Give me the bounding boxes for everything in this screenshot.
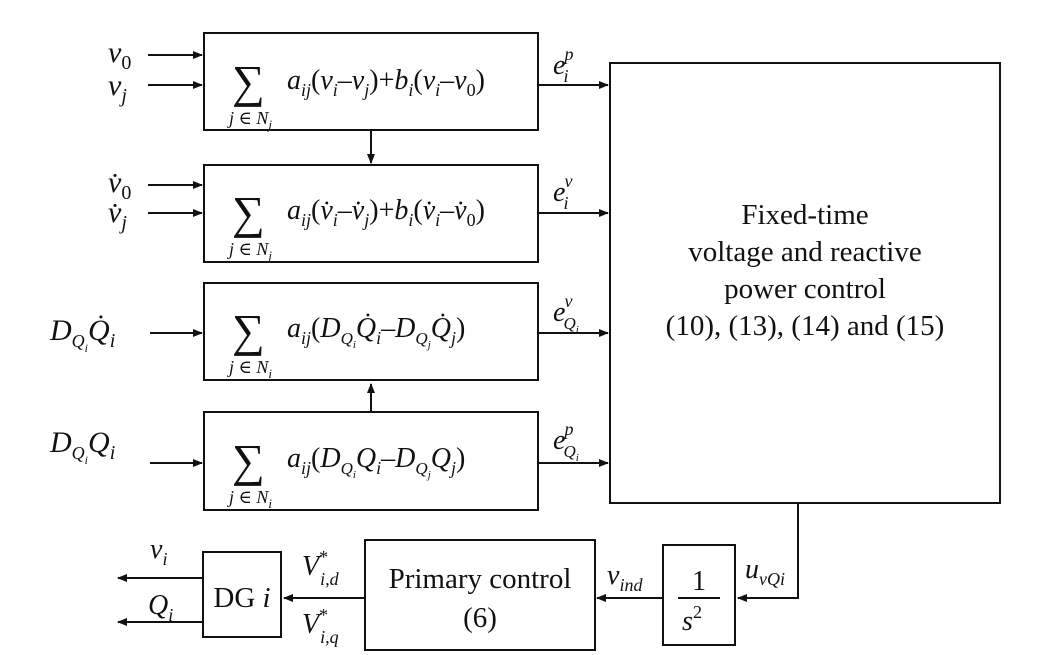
signal-u-vqi: uvQi xyxy=(745,554,785,589)
fixed-time-controller-block xyxy=(609,62,1001,504)
signal-v-d: V*i,d xyxy=(302,547,340,589)
dg-block xyxy=(202,551,282,638)
sum-block-1-formula: ∑ j ∈ Nj aij(vi–vj)+bi(vi–v0) xyxy=(227,56,485,132)
double-integrator-block xyxy=(662,544,736,646)
sum-term-2: aij(v̇i–v̇j)+bi(v̇i–v̇0) xyxy=(287,195,485,230)
integrator-numerator: 1 xyxy=(692,566,706,597)
primary-control-block xyxy=(364,539,596,651)
sigma-symbol-3: ∑ xyxy=(232,305,265,356)
output-q-i: Qi xyxy=(148,590,173,625)
arrow-u-vqi xyxy=(737,503,799,602)
output-v-i: vi xyxy=(150,534,167,569)
controller-line-1: Fixed-time xyxy=(741,199,868,231)
primary-control-label: Primary control xyxy=(389,563,572,595)
controller-line-4: (10), (13), (14) and (15) xyxy=(666,310,945,342)
sigma-symbol-4: ∑ xyxy=(232,435,265,486)
row2-inputs: v̇0 v̇j xyxy=(108,166,203,234)
sum-block-4 xyxy=(203,411,539,511)
sum-block-2-formula: ∑ j ∈ Nj aij(v̇i–v̇j)+bi(v̇i–v̇0) xyxy=(227,187,485,263)
signal-v-ind: vind xyxy=(607,560,643,595)
controller-line-2: voltage and reactive xyxy=(688,236,922,268)
dg-label: DG i xyxy=(213,582,270,614)
row1-inputs: v0 vj xyxy=(108,36,203,107)
sum-block-3 xyxy=(203,282,539,381)
sigma-symbol-1: ∑ xyxy=(232,56,265,107)
controller-line-3: power control xyxy=(724,273,886,305)
sum-block-2 xyxy=(203,164,539,263)
input-dq-q: DQiQi xyxy=(49,426,115,467)
controller-label: Fixed-time voltage and reactive power co… xyxy=(666,199,945,342)
sum-term-1: aij(vi–vj)+bi(vi–v0) xyxy=(287,65,485,100)
input-dq-qdot: DQiQ̇i xyxy=(49,314,115,355)
signal-v-q: V*i,q xyxy=(302,605,339,647)
input-vj: vj xyxy=(108,69,127,107)
sigma-symbol-2: ∑ xyxy=(232,187,265,238)
primary-control-ref: (6) xyxy=(463,602,497,634)
sum-block-1 xyxy=(203,32,539,131)
